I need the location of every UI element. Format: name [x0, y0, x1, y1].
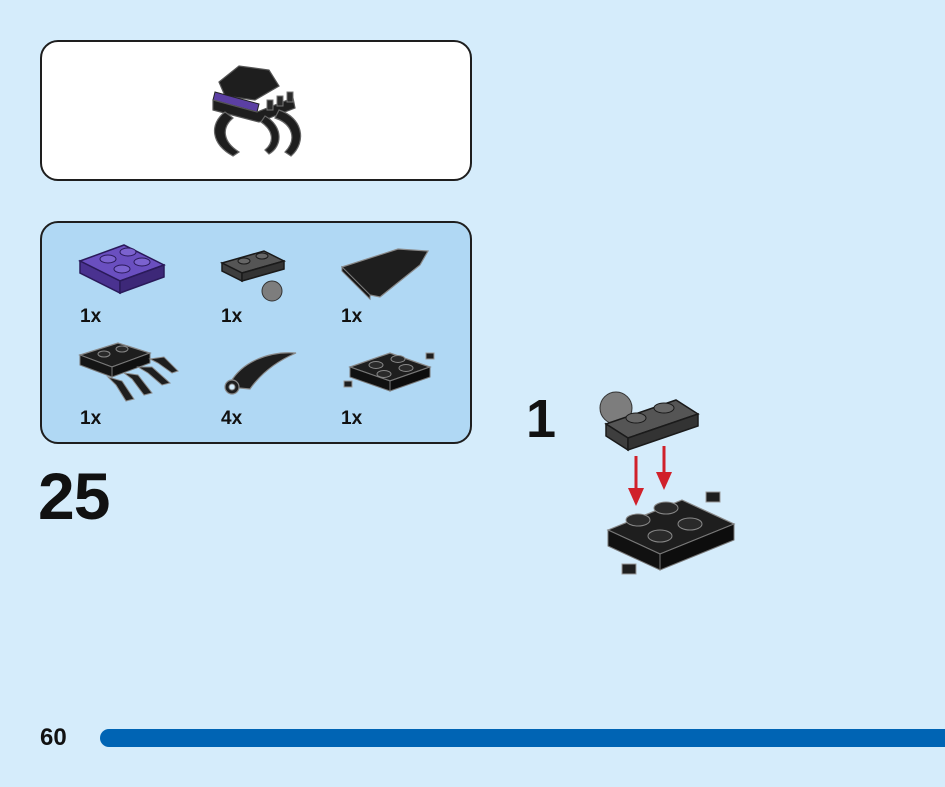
model-preview-panel: [40, 40, 472, 181]
assembly-illustration: [599, 391, 736, 575]
2x2-plate-with-pins-icon: [343, 352, 435, 392]
part-quantity: 1x: [221, 306, 243, 327]
part-quantity: 1x: [80, 306, 102, 327]
plate-with-ball-icon: [599, 391, 700, 452]
2x2-plate-with-pins-icon: [606, 491, 736, 575]
step-number: 25: [38, 459, 110, 533]
part-quantity: 1x: [80, 408, 102, 429]
clip-plate-icon: [78, 342, 179, 402]
placement-arrow-icon: [628, 446, 672, 506]
substep-number: 1: [526, 389, 557, 449]
part-quantity: 1x: [341, 408, 363, 429]
parts-list-panel: 1x 1x 1x 1x 4x: [40, 221, 472, 444]
claw-assembly-icon: [212, 65, 302, 157]
wedge-tile-icon: [340, 248, 429, 301]
part-quantity: 1x: [341, 306, 363, 327]
progress-bar: [100, 729, 945, 747]
plate-with-ball-icon: [219, 250, 287, 302]
page-number: 60: [40, 724, 67, 751]
claw-icon: [224, 352, 297, 395]
part-quantity: 4x: [221, 408, 243, 429]
purple-2x2-plate-icon: [78, 244, 166, 295]
